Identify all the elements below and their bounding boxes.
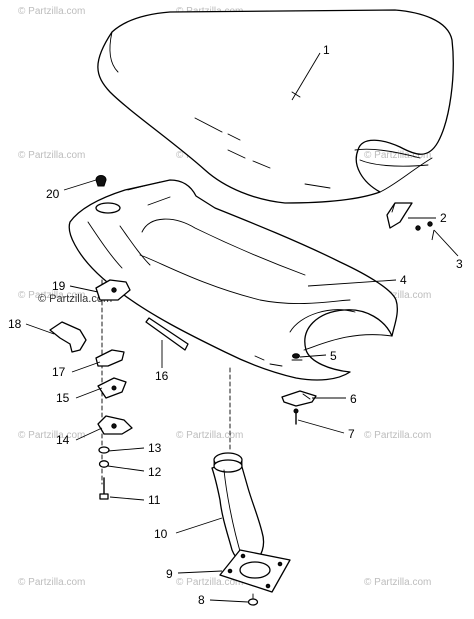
callout-9: 9 [166,567,173,581]
watermark-mid-right: © Partzilla.com [364,290,431,301]
part-20-grommet [95,175,107,187]
callout-1: 1 [323,43,330,57]
watermark-lower-left: © Partzilla.com [18,430,85,441]
watermark-main: © Partzilla.com [38,293,112,305]
watermark-bottom-right: © Partzilla.com [364,577,431,588]
callout-14: 14 [56,433,70,447]
callout-20: 20 [46,187,60,201]
callout-18: 18 [8,317,22,331]
part-13-washer [98,446,110,454]
callout-17: 17 [52,365,66,379]
part-2-bracket [386,202,413,229]
callout-3: 3 [456,257,463,271]
callout-labels: 1 2 3 4 5 6 7 8 9 10 11 12 13 14 15 16 1… [8,43,463,607]
watermark-bottom-center: © Partzilla.com [176,577,243,588]
callout-12: 12 [148,465,162,479]
watermark-top-left: © Partzilla.com [18,6,85,17]
watermark-mid-left: © Partzilla.com [18,290,85,301]
part-16-rod [145,317,189,351]
part-3-screws [415,221,433,231]
part-10-intake-duct [211,452,265,565]
watermark-upper-right: © Partzilla.com [364,150,431,161]
watermark-lower-right: © Partzilla.com [364,430,431,441]
part-9-gasket [219,549,291,593]
callout-19: 19 [52,279,66,293]
callout-5: 5 [330,349,337,363]
callout-7: 7 [348,427,355,441]
part-11-bolt [99,477,109,500]
part-12-nut [98,460,110,468]
part-15-plate [97,377,127,399]
callout-2: 2 [440,211,447,225]
watermark-bottom-left: © Partzilla.com [18,577,85,588]
part-7-screw [293,408,299,425]
callout-4: 4 [400,273,407,287]
part-8-nut [247,593,259,606]
part-6-latch-plate [281,390,317,407]
part-17-clip [95,349,125,367]
callout-16: 16 [155,369,169,383]
callout-8: 8 [198,593,205,607]
part-19-latch-bracket [95,279,131,301]
callout-11: 11 [148,493,161,507]
part-18-hook [49,321,87,353]
watermark-upper-left: © Partzilla.com [18,150,85,161]
leader-lines [25,52,459,603]
callout-6: 6 [350,392,357,406]
part-14-bracket [97,415,133,435]
part-1-seat-cushion [97,9,454,204]
callout-10: 10 [154,527,168,541]
callout-13: 13 [148,441,162,455]
callout-15: 15 [56,391,70,405]
part-5-nut [291,353,303,361]
part-4-seat-base [68,179,398,381]
watermark-lower-center: © Partzilla.com [176,430,243,441]
